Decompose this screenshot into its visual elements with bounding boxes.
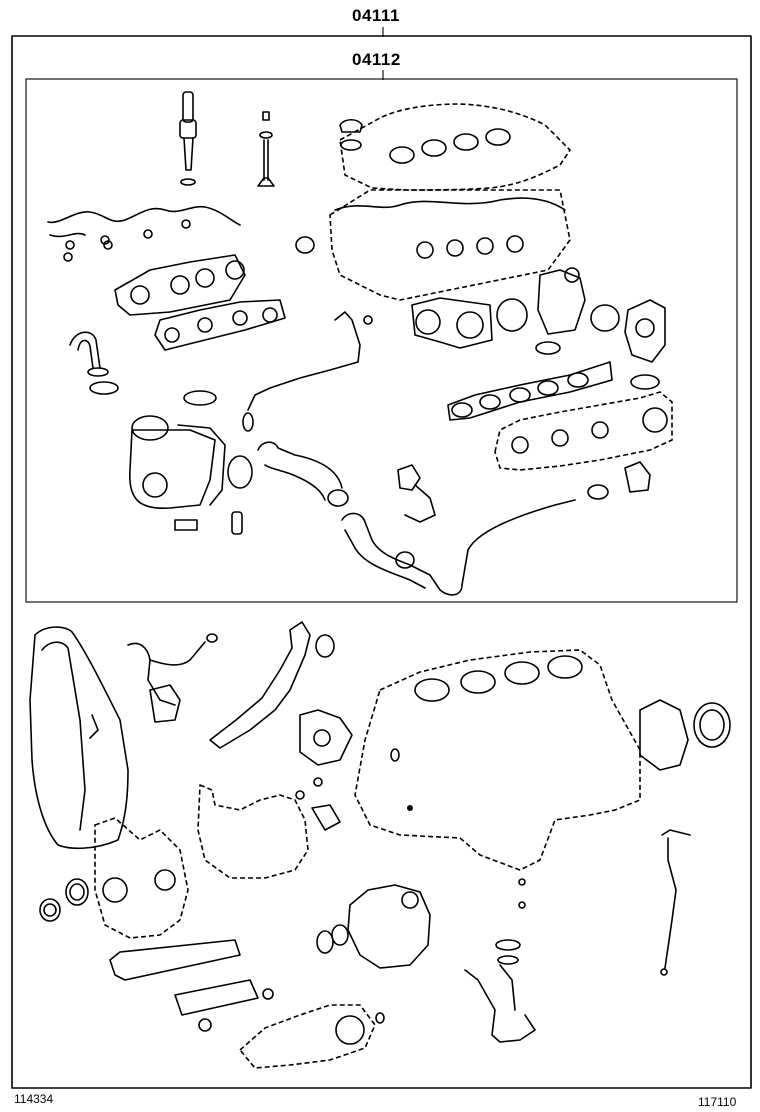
- exhaust-manifold: [114, 254, 286, 351]
- cylinder-block: [354, 649, 641, 871]
- rear-oil-seal-retainer: [639, 699, 731, 771]
- outer-kit-frame: [11, 35, 752, 1089]
- injector: [179, 91, 197, 186]
- water-inlet-pipe: [209, 621, 335, 749]
- outer-kit-label: 04111: [352, 6, 400, 25]
- inner-kit-frame: [25, 78, 738, 603]
- intake-manifold-gasket: [447, 361, 613, 421]
- timing-gear-case: [94, 817, 189, 939]
- turbocharger: [129, 390, 226, 531]
- oil-filter-bracket: [239, 1004, 385, 1069]
- egr-cooler-bracket: [624, 299, 666, 390]
- cylinder-head: [295, 189, 571, 301]
- egr-valve: [535, 267, 620, 355]
- water-pipe: [341, 499, 576, 596]
- glow-plug-harness: [47, 205, 241, 262]
- footer-right-code: 117110: [698, 1095, 737, 1109]
- oil-cooler: [109, 939, 274, 1032]
- water-outlet: [397, 464, 609, 523]
- turbo-gaskets: [227, 455, 253, 535]
- injection-pump: [316, 884, 431, 969]
- inner-kit-label: 04112: [352, 50, 401, 69]
- oil-dipstick: [660, 829, 691, 976]
- cylinder-head-cover: [339, 103, 571, 191]
- timing-belt-cover-lower: [197, 777, 341, 879]
- oil-strainer: [464, 878, 536, 1043]
- front-oil-seals: [39, 878, 89, 922]
- injection-pipe: [127, 633, 218, 723]
- egr-pipe: [242, 311, 373, 432]
- intake-manifold: [494, 391, 673, 493]
- valve: [257, 111, 275, 187]
- water-pump-gasket: [299, 709, 353, 766]
- intake-pipe: [257, 441, 349, 507]
- timing-belt-cover-upper: [29, 626, 129, 850]
- footer-left-code: 114334: [14, 1092, 54, 1106]
- frames: [11, 27, 752, 1089]
- oil-pipe: [69, 331, 119, 395]
- throttle-body: [411, 297, 528, 349]
